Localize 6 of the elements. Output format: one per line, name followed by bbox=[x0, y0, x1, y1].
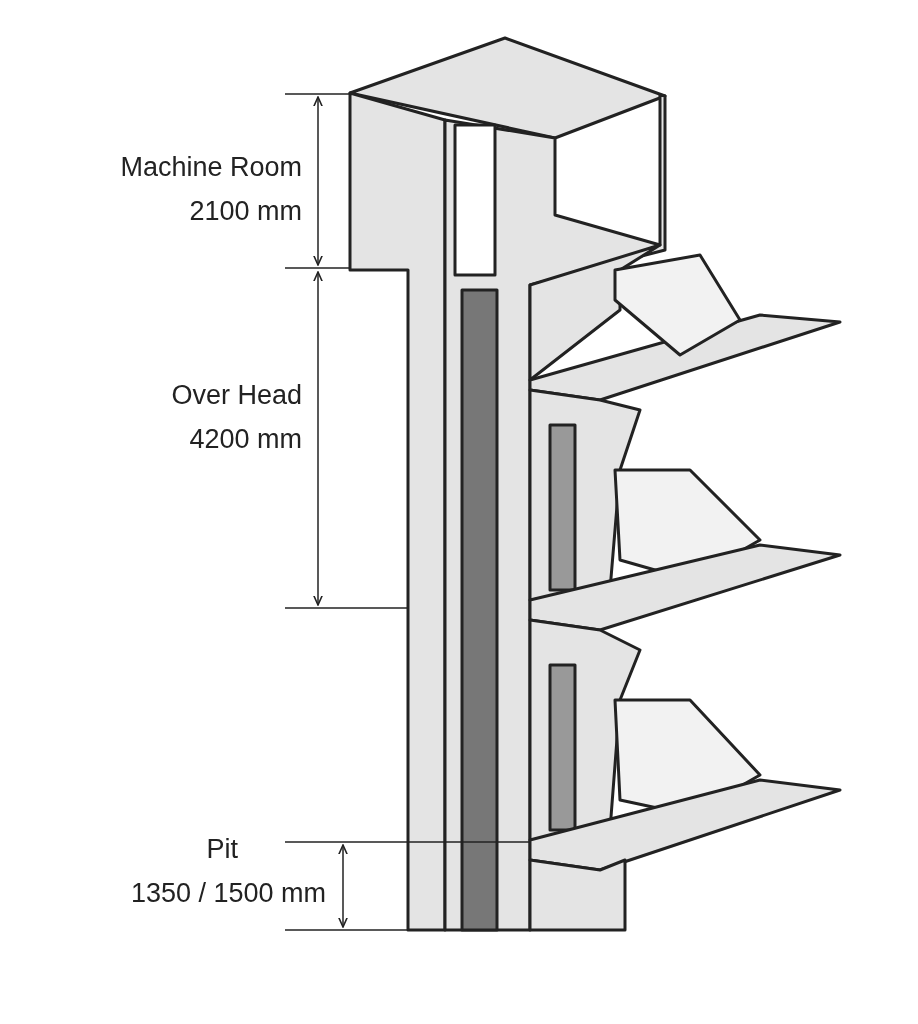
dimension-value: 1350 / 1500 mm bbox=[130, 878, 326, 909]
dimension-value: 2100 mm bbox=[189, 196, 302, 227]
dimension-title: Machine Room bbox=[120, 152, 302, 183]
dimension-title: Pit bbox=[206, 834, 238, 865]
dimension-title: Over Head bbox=[171, 380, 302, 411]
dimension-value: 4200 mm bbox=[189, 424, 302, 455]
